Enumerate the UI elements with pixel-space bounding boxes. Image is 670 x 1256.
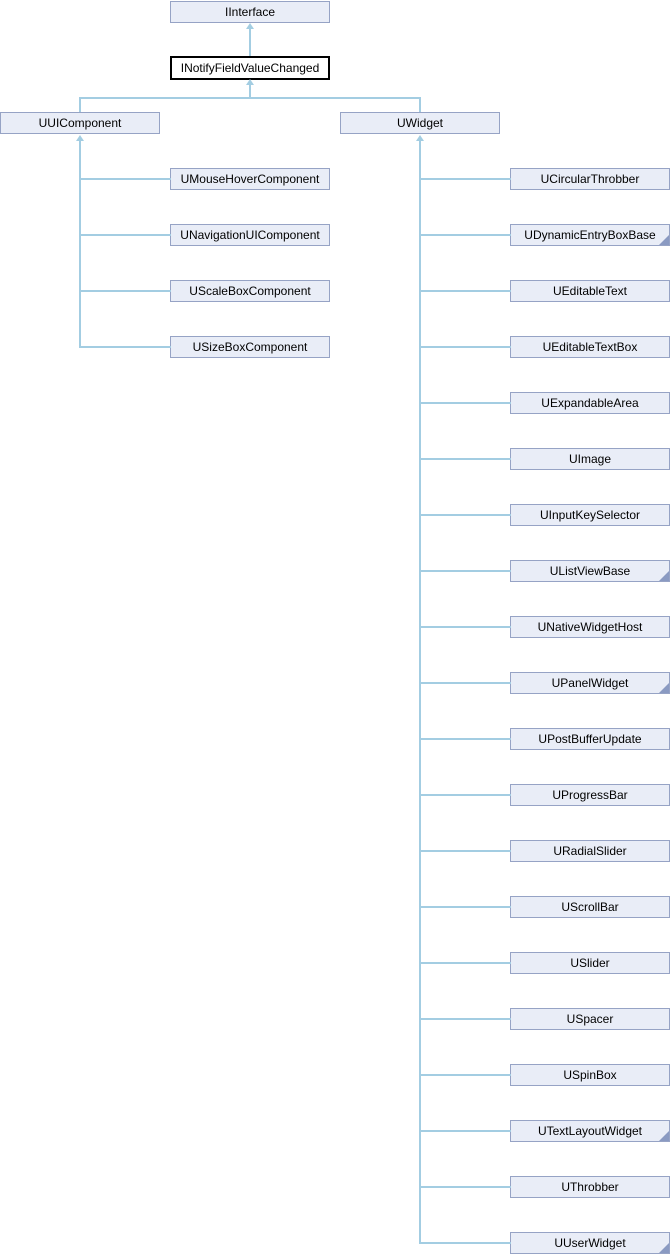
class-node-uwidget[interactable]: UWidget	[340, 112, 500, 134]
class-node-utextlayoutwidget[interactable]: UTextLayoutWidget	[421, 1120, 670, 1142]
class-node-usizeboxcomponent[interactable]: USizeBoxComponent	[81, 336, 330, 358]
arrowhead-to-current	[246, 79, 254, 85]
class-node-current-inotifyfieldvaluechanged: INotifyFieldValueChanged	[170, 56, 330, 80]
class-node-ueditabletext[interactable]: UEditableText	[421, 280, 670, 302]
has-derived-classes-indicator	[659, 683, 669, 693]
edge-root-vertical	[249, 29, 251, 56]
class-node-uscaleboxcomponent[interactable]: UScaleBoxComponent	[81, 280, 330, 302]
has-derived-classes-indicator	[659, 1243, 669, 1253]
class-node-uthrobber[interactable]: UThrobber	[421, 1176, 670, 1198]
edge-current-vertical	[249, 85, 251, 97]
class-node-uuicomponent[interactable]: UUIComponent	[0, 112, 160, 134]
class-node-upanelwidget[interactable]: UPanelWidget	[421, 672, 670, 694]
class-node-uspinbox[interactable]: USpinBox	[421, 1064, 670, 1086]
class-node-uuserwidget[interactable]: UUserWidget	[421, 1232, 670, 1254]
class-node-uimage[interactable]: UImage	[421, 448, 670, 470]
class-node-umousehovercomponent[interactable]: UMouseHoverComponent	[81, 168, 330, 190]
class-node-ueditabletextbox[interactable]: UEditableTextBox	[421, 336, 670, 358]
class-node-ulistviewbase[interactable]: UListViewBase	[421, 560, 670, 582]
class-node-udynamicentryboxbase[interactable]: UDynamicEntryBoxBase	[421, 224, 670, 246]
class-node-uexpandablearea[interactable]: UExpandableArea	[421, 392, 670, 414]
arrowhead-to-iinterface	[246, 23, 254, 29]
class-node-upostbufferupdate[interactable]: UPostBufferUpdate	[421, 728, 670, 750]
class-node-uinputkeyselector[interactable]: UInputKeySelector	[421, 504, 670, 526]
class-node-uprogressbar[interactable]: UProgressBar	[421, 784, 670, 806]
class-node-unavigationuicomponent[interactable]: UNavigationUIComponent	[81, 224, 330, 246]
has-derived-classes-indicator	[659, 1131, 669, 1141]
class-node-uscrollbar[interactable]: UScrollBar	[421, 896, 670, 918]
edge-drop-uuicomponent	[79, 99, 81, 112]
edge-derived-horizontal	[79, 97, 421, 99]
class-node-ucircularthrobber[interactable]: UCircularThrobber	[421, 168, 670, 190]
edge-drop-uwidget	[419, 99, 421, 112]
class-node-uslider[interactable]: USlider	[421, 952, 670, 974]
class-node-uspacer[interactable]: USpacer	[421, 1008, 670, 1030]
arrowhead-to-uuicomponent	[76, 135, 84, 141]
arrowhead-to-uwidget	[416, 135, 424, 141]
class-node-unativewidgethost[interactable]: UNativeWidgetHost	[421, 616, 670, 638]
class-node-uradialslider[interactable]: URadialSlider	[421, 840, 670, 862]
has-derived-classes-indicator	[659, 571, 669, 581]
has-derived-classes-indicator	[659, 235, 669, 245]
edge-trunk-left	[79, 141, 81, 348]
edge-trunk-right	[419, 141, 421, 1244]
class-node-iinterface[interactable]: IInterface	[170, 1, 330, 23]
